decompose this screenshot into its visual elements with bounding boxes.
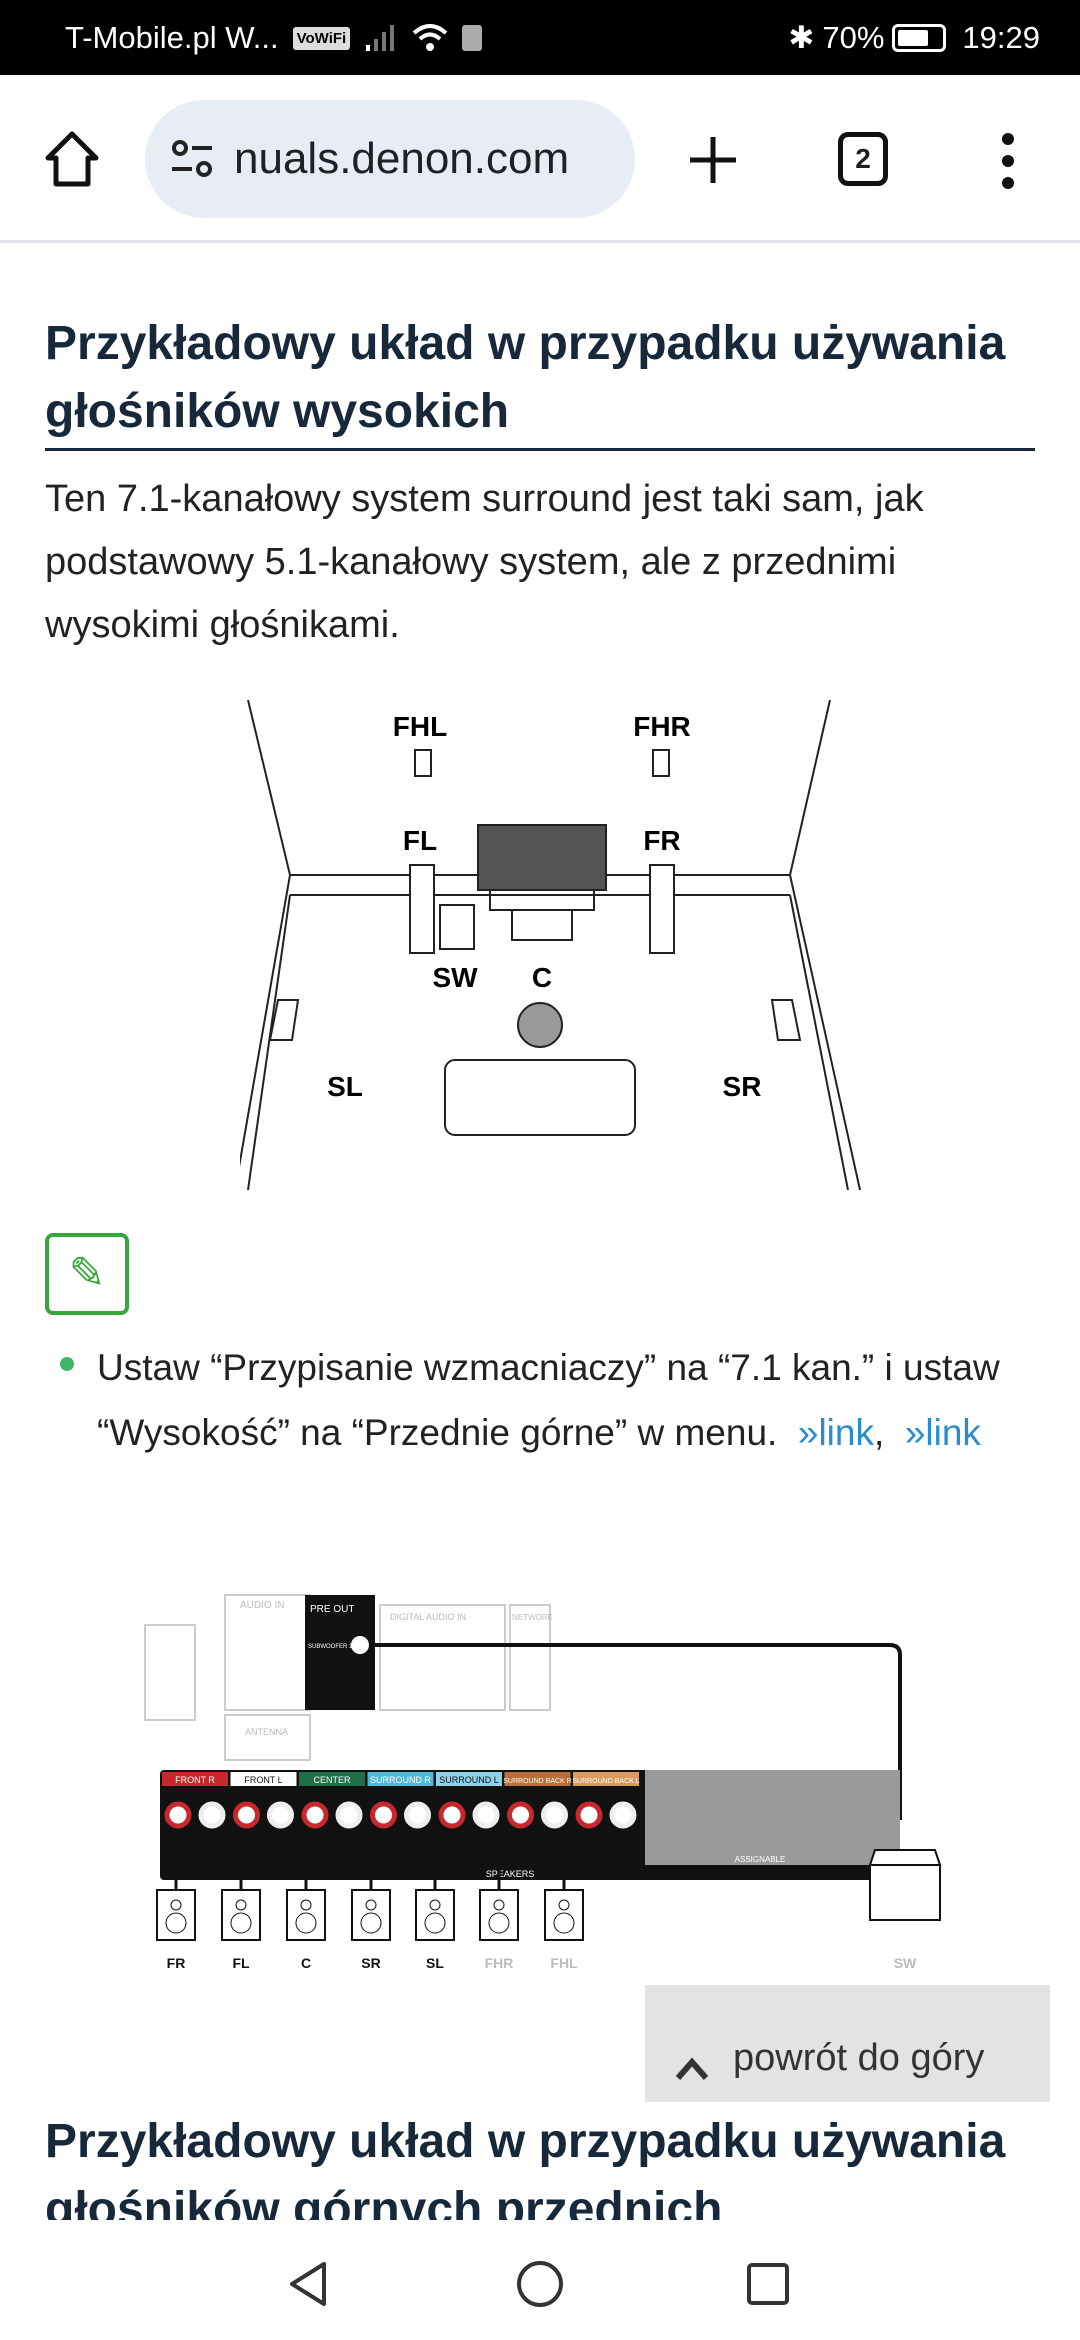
clock: 19:29 <box>962 20 1040 55</box>
speakers-label: SPEAKERS <box>486 1869 535 1879</box>
digital-label: DIGITAL AUDIO IN <box>390 1612 466 1622</box>
connection-diagram: PRE OUT AUDIO IN DIGITAL AUDIO IN NETWOR… <box>144 1594 942 1971</box>
system-nav-bar <box>0 2222 1080 2340</box>
link-2[interactable]: »link <box>904 1412 981 1453</box>
note-pencil-icon: ✎ <box>45 1233 129 1315</box>
label-sr: SR <box>723 1071 762 1102</box>
label-fhr: FHR <box>633 711 691 742</box>
more-menu-icon[interactable] <box>996 131 1020 191</box>
speaker-label: C <box>301 1955 311 1971</box>
heading-underline <box>45 448 1035 451</box>
negative-terminal <box>267 1801 294 1829</box>
signal-icon <box>366 25 395 51</box>
negative-terminal <box>541 1801 568 1829</box>
chevron-up-icon <box>675 2057 709 2080</box>
positive-terminal <box>164 1801 192 1829</box>
speaker-label: FL <box>232 1955 250 1971</box>
url-text[interactable]: nuals.denon.com <box>234 134 570 183</box>
subwoofer-box <box>868 1849 942 1921</box>
carrier: T-Mobile.pl W... <box>65 20 279 55</box>
label-sw: SW <box>432 962 478 993</box>
home-icon[interactable] <box>44 130 100 188</box>
positive-terminal <box>575 1801 603 1829</box>
back-to-top-button[interactable]: powrót do góry <box>645 1985 1050 2102</box>
positive-terminal <box>507 1801 534 1829</box>
link-1[interactable]: »link <box>797 1412 874 1453</box>
terminal-header <box>230 1772 297 1786</box>
speaker-label: SR <box>361 1955 380 1971</box>
note-instruction: Ustaw “Przypisanie wzmacniaczy” na “7.1 … <box>97 1347 1000 1453</box>
room-layout-diagram: FHL FHR FL FR SW C SL SR <box>240 700 861 1190</box>
preout-label: PRE OUT <box>310 1604 354 1615</box>
wifi-icon <box>412 24 448 51</box>
browser-toolbar: nuals.denon.com 2 <box>0 75 1080 243</box>
battery-percent: 70% <box>822 20 885 55</box>
terminal-header <box>299 1772 365 1786</box>
antenna-label: ANTENNA <box>245 1727 288 1737</box>
subwoofer-out-label: SUBWOOFER 1 <box>308 1644 353 1650</box>
negative-terminal <box>335 1801 363 1829</box>
speaker-label: SW <box>894 1955 917 1971</box>
home-nav-icon[interactable] <box>516 2260 564 2308</box>
terminal-label: SURROUND L <box>439 1775 499 1785</box>
terminal-label: SURROUND BACK R <box>503 1778 571 1785</box>
positive-terminal <box>301 1801 329 1829</box>
negative-terminal <box>404 1801 431 1829</box>
speaker-box <box>544 1889 584 1941</box>
terminal-label: CENTER <box>313 1775 351 1785</box>
speaker-label: FHL <box>550 1955 578 1971</box>
terminal-header <box>162 1772 228 1786</box>
label-fr: FR <box>643 825 680 856</box>
network-label: NETWORK <box>512 1613 554 1622</box>
speaker-box <box>479 1889 519 1941</box>
bluetooth-icon: ✱ <box>788 20 815 55</box>
speaker-label: FHR <box>485 1955 514 1971</box>
terminal-label: SURROUND BACK L <box>572 1778 639 1785</box>
recents-nav-icon[interactable] <box>746 2262 790 2306</box>
back-to-top-label: powrót do góry <box>733 2037 985 2079</box>
terminal-header <box>436 1772 502 1786</box>
positive-terminal <box>370 1801 397 1829</box>
negative-terminal <box>609 1801 637 1829</box>
bullet-icon <box>60 1357 74 1371</box>
battery-icon <box>892 24 947 52</box>
positive-terminal <box>233 1801 260 1829</box>
negative-terminal <box>198 1801 226 1829</box>
status-bar: T-Mobile.pl W... VoWiFi ✱ 70% 19:29 <box>0 0 1080 75</box>
speaker-box <box>351 1889 391 1941</box>
terminal-label: FRONT R <box>175 1775 215 1785</box>
new-tab-icon[interactable] <box>688 135 738 185</box>
site-settings-icon[interactable] <box>170 137 214 181</box>
speaker-box <box>221 1889 261 1941</box>
negative-terminal <box>472 1801 500 1829</box>
speaker-box <box>415 1889 455 1941</box>
label-sl: SL <box>327 1071 363 1102</box>
section-heading-2: Przykładowy układ w przypadku używania g… <box>45 2115 1006 2220</box>
back-nav-icon[interactable] <box>286 2260 330 2308</box>
app-notification-icon <box>462 25 483 51</box>
label-fhl: FHL <box>393 711 447 742</box>
terminal-header <box>504 1772 571 1786</box>
speaker-box <box>156 1889 196 1941</box>
terminal-label: SURROUND R <box>370 1775 432 1785</box>
speaker-box <box>286 1889 326 1941</box>
address-bar[interactable]: nuals.denon.com <box>145 100 635 218</box>
terminal-header <box>367 1772 434 1786</box>
note-text: Ustaw “Przypisanie wzmacniaczy” na “7.1 … <box>97 1347 1000 1453</box>
speaker-label: SL <box>426 1955 444 1971</box>
section-heading: Przykładowy układ w przypadku używania g… <box>45 317 1006 438</box>
label-c: C <box>532 962 552 993</box>
speaker-label: FR <box>167 1955 186 1971</box>
terminal-header <box>573 1772 639 1786</box>
label-fl: FL <box>403 825 437 856</box>
assignable-label: ASSIGNABLE <box>735 1855 786 1864</box>
section-description: Ten 7.1-kanałowy system surround jest ta… <box>45 478 924 646</box>
terminal-label: FRONT L <box>244 1775 282 1785</box>
vowifi-badge: VoWiFi <box>292 26 351 50</box>
audio-in-label: AUDIO IN <box>240 1600 284 1611</box>
positive-terminal <box>438 1801 466 1829</box>
tab-switcher-button[interactable]: 2 <box>838 132 888 186</box>
